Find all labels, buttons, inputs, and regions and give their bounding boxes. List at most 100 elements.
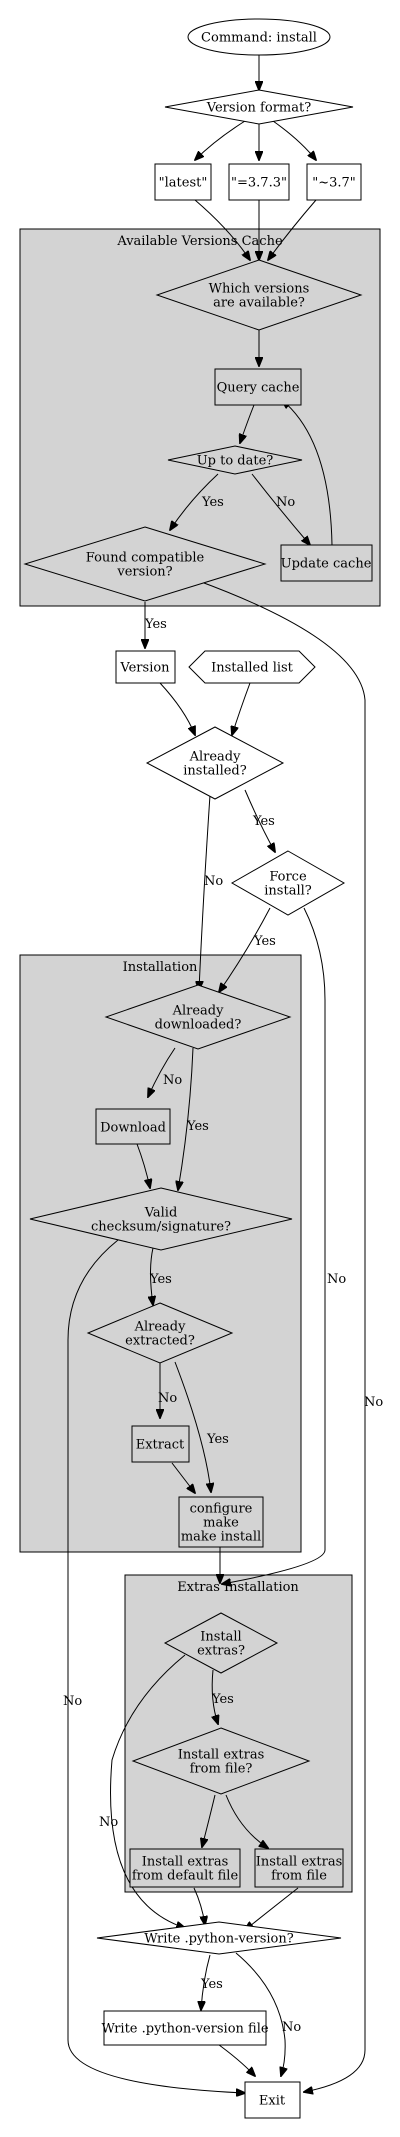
node-label-version-format: Version format? xyxy=(206,101,311,116)
nodes: Command: install Version format? "latest… xyxy=(23,18,373,2119)
node-label-line: Install extras xyxy=(142,1855,229,1870)
edge-label-force-no: No xyxy=(327,1272,346,1287)
node-label-line: "latest" xyxy=(159,176,208,191)
node-label-line: installed? xyxy=(183,764,247,779)
node-label-line: Install xyxy=(200,1630,241,1645)
node-label-exit: Exit xyxy=(259,2094,286,2109)
edge-write-to-write-file xyxy=(201,1954,211,2010)
node-label-line: Version format? xyxy=(206,101,311,116)
node-label-line: from file? xyxy=(190,1762,253,1777)
node-label-line: Already xyxy=(172,1004,225,1019)
edge-format-to-approx xyxy=(272,120,316,160)
node-label-line: Command: install xyxy=(201,31,317,46)
node-label-write-pyversion: Write .python-version? xyxy=(144,1932,293,1947)
cluster-label-cache: Available Versions Cache xyxy=(116,234,283,249)
cluster-label-extras: Extras Installation xyxy=(177,1580,299,1595)
edge-latest-to-which xyxy=(194,199,250,260)
edge-found-to-exit xyxy=(195,579,366,2092)
edge-update-to-query xyxy=(282,400,333,546)
edge-label-extracted-yes: Yes xyxy=(206,1432,229,1447)
edge-install-extras-to-from-file xyxy=(212,1669,218,1724)
edge-downloaded-to-valid xyxy=(178,1047,194,1190)
node-exit: Exit xyxy=(244,2081,301,2119)
node-write-python-version: Write .python-version? xyxy=(96,1921,342,1955)
edge-label-uptodate-no: No xyxy=(276,495,295,510)
node-label-extract: Extract xyxy=(136,1438,185,1453)
edge-approx-to-which xyxy=(268,199,317,260)
node-download: Download xyxy=(95,1108,171,1145)
node-label-line: Install extras xyxy=(178,1748,265,1763)
node-label-line: Download xyxy=(100,1121,166,1136)
cluster-label-installation: Installation xyxy=(123,960,198,975)
edge-installed-list-to-already-installed xyxy=(232,682,251,735)
node-label-line: are available? xyxy=(213,296,305,311)
edge-format-to-latest xyxy=(195,120,246,160)
edge-label-downloaded-yes: Yes xyxy=(186,1119,209,1134)
node-label-line: Write .python-version? xyxy=(144,1932,293,1947)
node-version-format: Version format? xyxy=(164,89,354,125)
node-label-update-cache: Update cache xyxy=(281,557,372,572)
edge-downloaded-to-download xyxy=(148,1047,176,1097)
edge-from-file-to-file xyxy=(225,1794,268,1848)
edge-query-to-uptodate xyxy=(240,404,255,443)
edge-label-installed-no: No xyxy=(204,874,223,889)
node-label-version: Version xyxy=(119,661,170,676)
edge-valid-to-exit xyxy=(67,1239,245,2093)
node-label-download: Download xyxy=(100,1121,166,1136)
edge-download-to-valid xyxy=(136,1143,150,1188)
node-label-line: Write .python-version file xyxy=(101,2022,268,2037)
edge-default-to-write xyxy=(193,1887,205,1925)
node-label-line: Version xyxy=(119,661,170,676)
node-label-line: Force xyxy=(269,870,307,885)
node-up-to-date: Up to date? xyxy=(167,445,303,475)
edge-uptodate-to-update xyxy=(251,473,310,545)
node-label-line: from default file xyxy=(132,1869,239,1884)
node-label-line: Already xyxy=(189,750,242,765)
node-label-latest: "latest" xyxy=(159,176,208,191)
edge-force-to-install-extras xyxy=(222,907,326,1584)
node-label-line: configure xyxy=(190,1502,253,1517)
edge-label-extras-no: No xyxy=(99,1815,118,1830)
node-label-line: Extract xyxy=(136,1438,185,1453)
edge-already-installed-to-already-downloaded xyxy=(199,794,211,990)
node-label-line: make install xyxy=(181,1530,261,1545)
edge-write-to-exit xyxy=(235,1952,285,2076)
edge-version-to-already-installed xyxy=(159,682,195,735)
edge-label-found-no: No xyxy=(364,1395,383,1410)
edge-label-force-yes: Yes xyxy=(253,934,276,949)
node-label-line: downloaded? xyxy=(155,1018,242,1033)
node-label-line: install? xyxy=(264,884,311,899)
node-query-cache: Query cache xyxy=(214,368,302,406)
edge-from-file-to-default xyxy=(202,1794,216,1847)
node-label-approx: "~3.7" xyxy=(312,176,356,191)
edge-label-valid-no: No xyxy=(63,1694,82,1709)
edge-label-extracted-no: No xyxy=(158,1391,177,1406)
node-label-line: Update cache xyxy=(281,557,372,572)
edge-label-extras-yes: Yes xyxy=(211,1692,234,1707)
edge-label-valid-yes: Yes xyxy=(149,1272,172,1287)
node-label-line: Already xyxy=(134,1320,187,1335)
edge-already-installed-to-force xyxy=(244,789,275,852)
node-installed-list: Installed list xyxy=(188,650,316,684)
edge-extract-to-configure xyxy=(171,1462,195,1493)
node-exact-version: "=3.7.3" xyxy=(228,163,290,201)
edge-label-uptodate-yes: Yes xyxy=(201,495,224,510)
node-label-line: Valid xyxy=(144,1206,178,1221)
edge-file-to-write xyxy=(245,1887,299,1930)
edge-install-extras-to-write xyxy=(110,1654,185,1928)
node-version: Version xyxy=(115,650,176,684)
